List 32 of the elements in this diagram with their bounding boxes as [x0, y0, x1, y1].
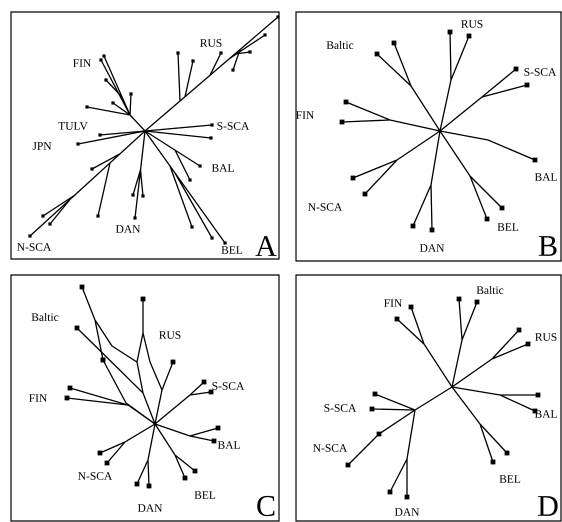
clade-label: N-SCA	[78, 472, 112, 480]
clade-label: BEL	[499, 475, 520, 483]
clade-label: RUS	[159, 331, 180, 339]
clade-label: S-SCA	[524, 68, 556, 76]
clade-label: S-SCA	[217, 122, 250, 130]
clade-label: S-SCA	[212, 382, 244, 390]
clade-label: Baltic	[476, 286, 504, 294]
clade-label: RUS	[200, 39, 222, 47]
clade-label: BEL	[194, 491, 216, 499]
clade-label: DAN	[116, 225, 140, 233]
clade-label: FIN	[29, 394, 47, 402]
clade-label: BEL	[497, 223, 518, 231]
clade-label: S-SCA	[324, 404, 356, 412]
clade-label: FIN	[384, 299, 402, 307]
clade-label: Baltic	[326, 40, 354, 50]
clade-label: RUS	[461, 20, 482, 28]
clade-label: Baltic	[32, 312, 58, 322]
clade-label: RUS	[535, 333, 556, 341]
clade-label: FIN	[73, 59, 91, 67]
clade-label: TULV	[58, 122, 88, 130]
clade-label: BAL	[218, 441, 240, 449]
clade-label: BAL	[534, 173, 557, 181]
clade-label: N-SCA	[313, 444, 348, 452]
clade-label: DAN	[394, 508, 420, 516]
clade-label: N-SCA	[308, 203, 342, 211]
clade-label: FIN	[296, 111, 314, 119]
clade-label: DAN	[420, 244, 444, 252]
clade-label: BAL	[212, 164, 234, 172]
clade-label: N-SCA	[17, 243, 52, 251]
clade-label: JPN	[32, 142, 52, 150]
clade-label: DAN	[138, 504, 162, 512]
clade-label: BEL	[221, 246, 242, 254]
